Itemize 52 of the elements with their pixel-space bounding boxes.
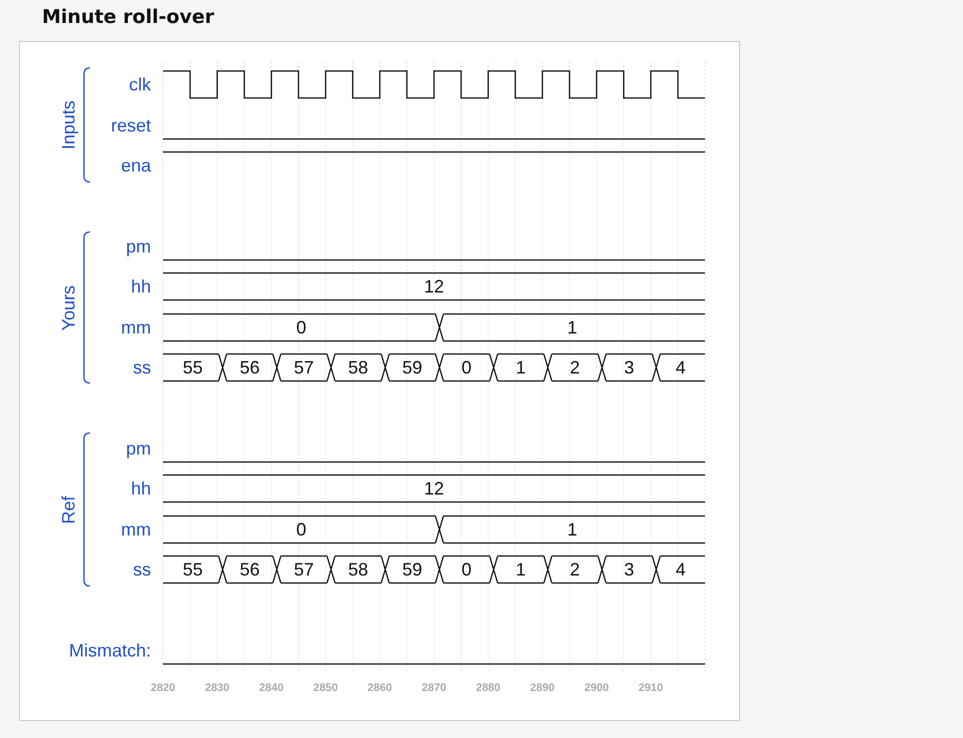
bus-value: 4 (676, 559, 686, 580)
bus-value: 0 (462, 559, 472, 580)
bus-value: 1 (516, 559, 526, 580)
bus-value: 59 (402, 559, 422, 580)
page-title: Minute roll-over (42, 6, 214, 28)
signal-name: pm (126, 438, 151, 459)
bus-value: 0 (296, 519, 306, 540)
time-tick-label: 2870 (422, 682, 446, 694)
time-tick-label: 2840 (259, 682, 284, 694)
time-tick-label: 2820 (150, 682, 176, 694)
bus-value: 0 (296, 317, 306, 338)
signal-name: reset (110, 115, 151, 136)
signal-name: clk (129, 74, 151, 95)
bus-value: 56 (240, 357, 260, 378)
signal-name: pm (126, 236, 151, 257)
bus-value: 55 (182, 559, 203, 580)
bus-value: 12 (424, 478, 444, 499)
group-label: Ref (58, 496, 80, 524)
bus-value: 57 (294, 357, 314, 378)
bus-value: 3 (624, 559, 634, 580)
bus-value: 56 (240, 559, 260, 580)
bus-value: 2 (570, 559, 580, 580)
bus-value: 12 (424, 276, 444, 297)
bus-value: 2 (570, 357, 580, 378)
time-tick-label: 2900 (584, 682, 609, 694)
signal-name: ss (133, 357, 151, 378)
signal-name: ena (120, 155, 151, 176)
group-label: Inputs (58, 100, 80, 150)
bus-value: 1 (516, 357, 526, 378)
bus-value: 3 (624, 357, 634, 378)
signal-name: mm (121, 519, 151, 540)
bus-value: 1 (567, 317, 578, 338)
bus-value: 59 (402, 357, 422, 378)
signal-name: mm (121, 317, 151, 338)
time-tick-label: 2910 (638, 682, 664, 694)
bus-value: 1 (567, 519, 578, 540)
bus-value: 0 (462, 357, 472, 378)
bus-value: 4 (676, 357, 686, 378)
bus-value: 57 (294, 559, 314, 580)
signal-name: ss (133, 559, 151, 580)
signal-name: Mismatch: (68, 640, 151, 661)
time-tick-label: 2880 (476, 682, 500, 694)
signal-name: hh (130, 276, 151, 297)
bus-value: 58 (348, 559, 368, 580)
time-tick-label: 2850 (313, 682, 338, 694)
bus-value: 58 (348, 357, 368, 378)
signal-name: hh (130, 478, 151, 499)
bus-value: 55 (182, 357, 203, 378)
time-tick-label: 2860 (368, 682, 392, 694)
time-tick-label: 2830 (204, 682, 230, 694)
group-label: Yours (58, 284, 80, 330)
time-tick-label: 2890 (530, 682, 555, 694)
